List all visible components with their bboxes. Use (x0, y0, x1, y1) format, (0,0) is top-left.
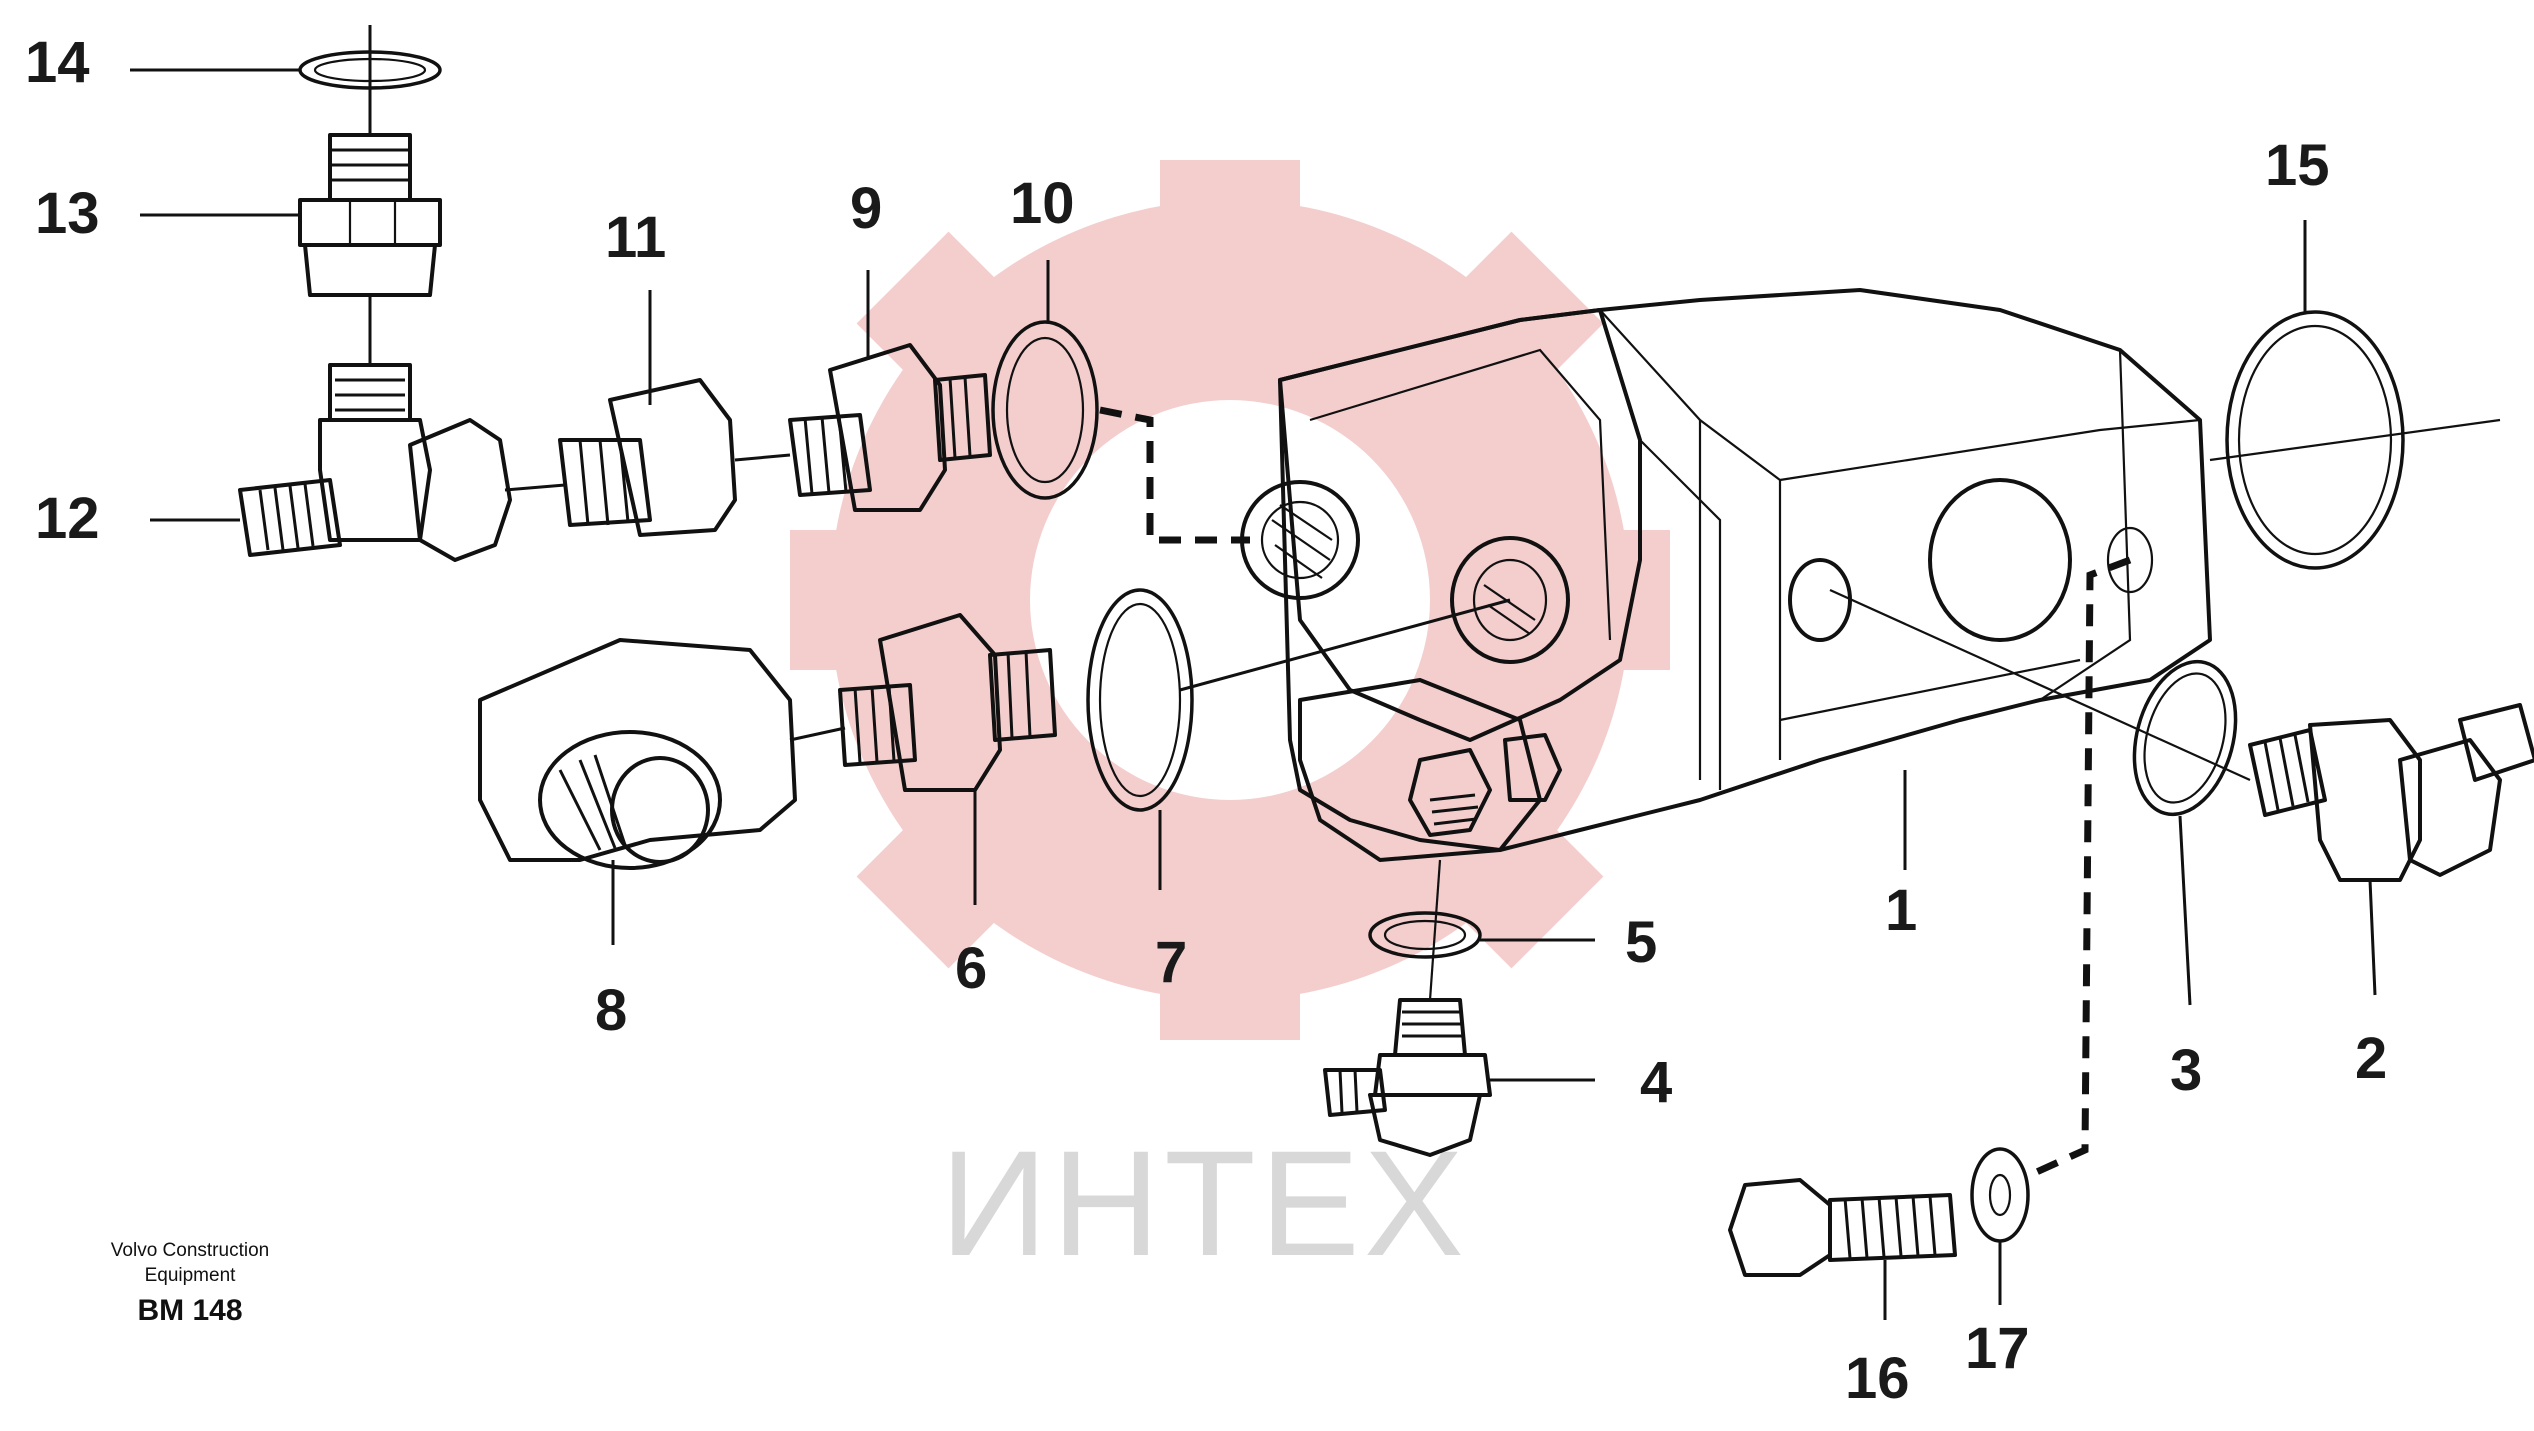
callout-9: 9 (850, 176, 882, 241)
callout-11: 11 (605, 205, 666, 270)
part-12-tee-fitting (238, 363, 512, 562)
callout-16: 16 (1845, 1346, 1910, 1411)
watermark-text: ИНТЕХ (940, 1119, 1468, 1287)
callout-labels: 14 13 12 11 9 10 15 8 6 7 5 1 4 3 2 16 1… (25, 30, 2387, 1411)
footer-drawing-code: BM 148 (137, 1294, 243, 1327)
callout-15: 15 (2265, 133, 2330, 198)
part-13-adapter (298, 133, 442, 297)
part-7-o-ring (1086, 588, 1194, 812)
part-10-o-ring (991, 320, 1099, 500)
part-8-elbow-fitting (478, 638, 797, 870)
footer-company-line1: Volvo Construction (110, 1240, 270, 1261)
callout-1: 1 (1885, 878, 1917, 943)
part-5-washer (1368, 911, 1482, 959)
part-15-large-o-ring (2225, 310, 2405, 570)
callout-3: 3 (2170, 1038, 2202, 1103)
watermark-gear-logo (790, 160, 1670, 1040)
callout-12: 12 (35, 486, 100, 551)
part-3-o-ring (2132, 659, 2238, 817)
footer-company-line2: Equipment (144, 1265, 236, 1286)
callout-10: 10 (1010, 171, 1075, 236)
callout-14: 14 (25, 30, 90, 95)
drawing-footer: Volvo Construction Equipment BM 148 (40, 1238, 340, 1328)
pump-housing (1240, 288, 2212, 862)
callout-13: 13 (35, 181, 100, 246)
callout-6: 6 (955, 936, 987, 1001)
part-2-elbow-adapter (2248, 703, 2534, 882)
part-9-adapter (788, 343, 992, 512)
leader-lines (130, 68, 2377, 1320)
callout-5: 5 (1625, 910, 1657, 975)
part-11-union-fitting (558, 378, 737, 537)
callout-2: 2 (2355, 1026, 2387, 1091)
assembly-lines (368, 25, 2501, 1179)
callout-4: 4 (1640, 1050, 1672, 1115)
part-4-elbow-nipple (1323, 998, 1492, 1157)
part-17-washer (1970, 1147, 2030, 1243)
callout-17: 17 (1965, 1316, 2030, 1381)
part-6-adapter (838, 613, 1057, 792)
callout-7: 7 (1155, 930, 1187, 995)
callout-8: 8 (595, 978, 627, 1043)
part-16-bolt (1728, 1178, 1957, 1277)
